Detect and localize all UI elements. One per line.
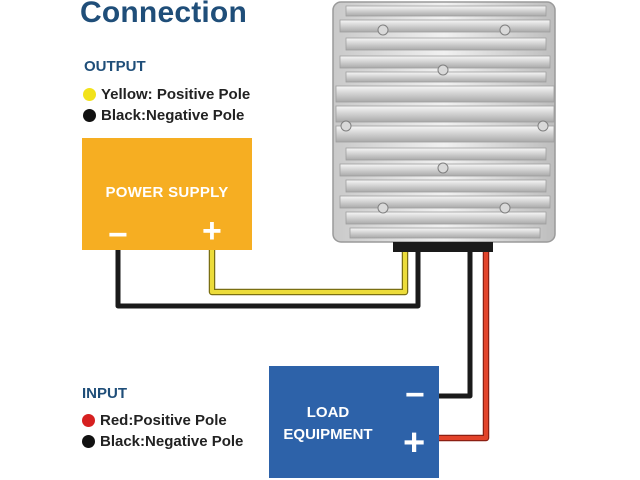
black-dot-icon xyxy=(82,435,95,448)
plus-icon: + xyxy=(403,422,426,464)
legend-item-yellow-positive: Yellow: Positive Pole xyxy=(83,86,250,103)
legend-item-black-negative-output: Black:Negative Pole xyxy=(83,107,244,124)
input-heading: INPUT xyxy=(82,385,127,402)
heatsink-fins xyxy=(335,5,555,239)
legend-label: Yellow: Positive Pole xyxy=(101,86,251,103)
legend-label: Black:Negative Pole xyxy=(100,433,244,450)
yellow-dot-icon xyxy=(83,88,96,101)
legend-label: Red:Positive Pole xyxy=(100,412,227,429)
mounting-screws xyxy=(340,24,549,214)
black-dot-icon xyxy=(83,109,96,122)
power-supply-box: POWER SUPPLY − + xyxy=(82,138,252,254)
cable-grommet xyxy=(393,242,493,252)
legend-item-red-positive: Red:Positive Pole xyxy=(82,412,227,429)
black-output-wire xyxy=(115,250,421,309)
legend-label: Black:Negative Pole xyxy=(101,107,245,124)
load-equipment-label: LOAD EQUIPMENT xyxy=(283,404,373,443)
load-equipment-box: LOAD EQUIPMENT − + xyxy=(269,366,439,478)
power-supply-label: POWER SUPPLY xyxy=(105,184,229,201)
minus-icon: − xyxy=(405,376,425,414)
yellow-wire xyxy=(208,250,409,296)
red-dot-icon xyxy=(82,414,95,427)
legend-item-black-negative-input: Black:Negative Pole xyxy=(82,433,243,450)
minus-icon: − xyxy=(108,216,128,254)
converter-module xyxy=(332,1,556,252)
black-input-wire xyxy=(439,252,473,399)
output-heading: OUTPUT xyxy=(84,58,146,75)
red-wire xyxy=(439,252,490,442)
page-title: Connection xyxy=(80,0,247,29)
plus-icon: + xyxy=(202,212,222,250)
